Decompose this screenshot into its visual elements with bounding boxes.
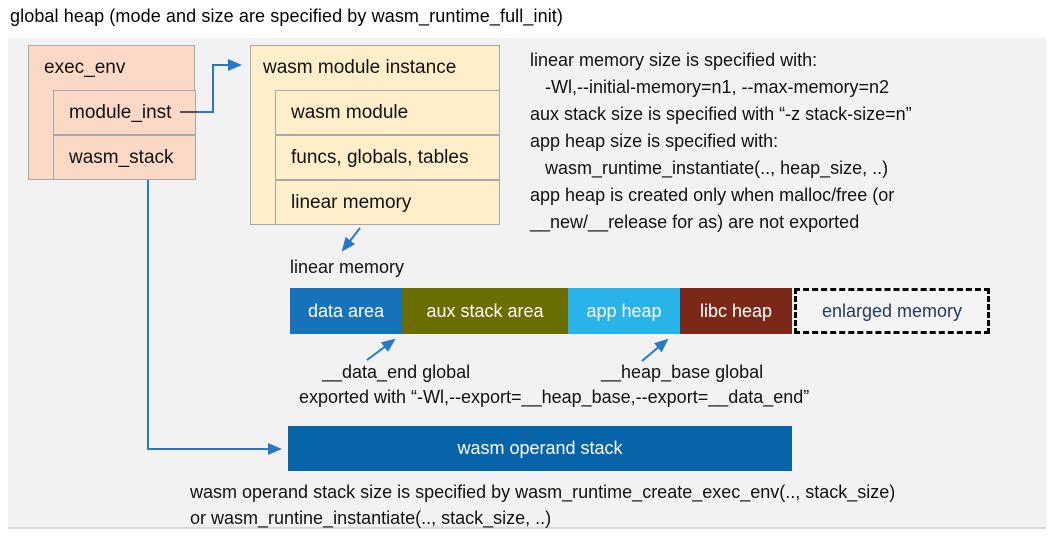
module-inst-label: module_inst xyxy=(69,101,172,123)
funcs-globals-tables-label: funcs, globals, tables xyxy=(291,146,469,168)
wasm-stack-label: wasm_stack xyxy=(69,146,174,168)
export-note: exported with “-Wl,--export=__heap_base,… xyxy=(299,387,810,407)
linear-memory-label: linear memory xyxy=(290,257,405,277)
diagram-title: global heap (mode and size are specified… xyxy=(10,6,563,26)
module-inst-box: module_inst xyxy=(53,90,196,135)
note-line: app heap size is specified with: xyxy=(530,131,779,151)
note-line: __new/__release for as) are not exported xyxy=(530,212,860,232)
segment-data-area: data area xyxy=(290,288,402,334)
wasm-stack-box: wasm_stack xyxy=(53,135,196,180)
data-end-global-label: __data_end global xyxy=(322,362,471,382)
note-line: or wasm_runtine_instantiate(.., stack_si… xyxy=(190,508,552,528)
segment-libc-heap: libc heap xyxy=(680,288,792,334)
linear-memory-row-label: linear memory xyxy=(291,191,412,213)
note-line: -Wl,--initial-memory=n1, --max-memory=n2 xyxy=(545,77,890,97)
wasm-module-instance-label: wasm module instance xyxy=(263,57,457,78)
operand-stack-notes: wasm operand stack size is specified by … xyxy=(190,479,895,531)
heap-base-global-label: __heap_base global xyxy=(601,362,764,382)
segment-enlarged-memory: enlarged memory xyxy=(794,288,990,334)
linear-memory-bar: data area aux stack area app heap libc h… xyxy=(290,288,792,334)
memory-size-notes: linear memory size is specified with: -W… xyxy=(530,47,912,236)
segment-app-heap: app heap xyxy=(568,288,680,334)
note-line: linear memory size is specified with: xyxy=(530,50,818,70)
exec-env-label: exec_env xyxy=(44,57,126,78)
wasm-module-label: wasm module xyxy=(291,101,409,123)
wasm-operand-stack-bar: wasm operand stack xyxy=(288,426,792,471)
note-line: wasm_runtime_instantiate(.., heap_size, … xyxy=(545,158,889,178)
note-line: wasm operand stack size is specified by … xyxy=(190,482,896,502)
linear-memory-row-box: linear memory xyxy=(275,180,500,225)
segment-aux-stack-area: aux stack area xyxy=(402,288,568,334)
funcs-globals-tables-box: funcs, globals, tables xyxy=(275,135,500,180)
note-line: app heap is created only when malloc/fre… xyxy=(530,185,895,205)
wasm-module-box: wasm module xyxy=(275,90,500,135)
note-line: aux stack size is specified with “-z sta… xyxy=(530,104,912,124)
